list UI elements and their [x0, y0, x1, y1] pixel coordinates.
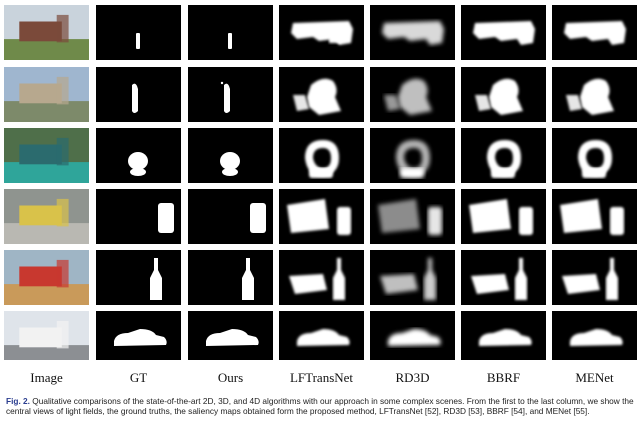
saliency-map: [188, 5, 273, 60]
saliency-map: [96, 128, 181, 183]
saliency-map: [96, 250, 181, 305]
saliency-map: [188, 128, 273, 183]
saliency-map: [552, 189, 637, 244]
scene-image: [4, 311, 89, 360]
saliency-map: [279, 128, 364, 183]
saliency-map: [188, 311, 273, 360]
saliency-map: [552, 128, 637, 183]
saliency-map: [279, 189, 364, 244]
scene-image: [4, 5, 89, 60]
saliency-map: [279, 67, 364, 122]
figure-number: Fig. 2.: [6, 396, 30, 406]
column-label: Ours: [217, 370, 244, 385]
saliency-map: [370, 128, 455, 183]
saliency-map: [552, 250, 637, 305]
scene-image: [4, 67, 89, 122]
saliency-map: [188, 250, 273, 305]
saliency-map: [96, 311, 181, 360]
column-label: RD3D: [395, 370, 430, 385]
column-label: MENet: [575, 370, 614, 385]
column-label: GT: [129, 370, 148, 385]
scene-image: [4, 189, 89, 244]
saliency-map: [96, 5, 181, 60]
saliency-map: [552, 67, 637, 122]
saliency-map: [279, 5, 364, 60]
saliency-map: [370, 67, 455, 122]
comparison-grid: [4, 5, 637, 360]
saliency-map: [461, 5, 546, 60]
scene-image: [4, 128, 89, 183]
saliency-map: [188, 67, 273, 122]
saliency-map: [96, 67, 181, 122]
saliency-map: [370, 311, 455, 360]
scene-image: [4, 250, 89, 305]
column-label: BBRF: [486, 370, 521, 385]
saliency-map: [279, 250, 364, 305]
saliency-map: [461, 311, 546, 360]
saliency-map: [552, 5, 637, 60]
column-label: Image: [30, 370, 63, 385]
saliency-map: [461, 67, 546, 122]
saliency-map: [461, 250, 546, 305]
saliency-map: [461, 189, 546, 244]
column-label: LFTransNet: [289, 370, 354, 385]
figure-caption: Fig. 2. Qualitative comparisons of the s…: [6, 396, 634, 417]
saliency-map: [370, 5, 455, 60]
saliency-map: [461, 128, 546, 183]
caption-text: Qualitative comparisons of the state-of-…: [6, 396, 634, 417]
saliency-map: [370, 189, 455, 244]
saliency-map: [96, 189, 181, 244]
saliency-map: [279, 311, 364, 360]
saliency-map: [370, 250, 455, 305]
saliency-map: [188, 189, 273, 244]
saliency-map: [552, 311, 637, 360]
